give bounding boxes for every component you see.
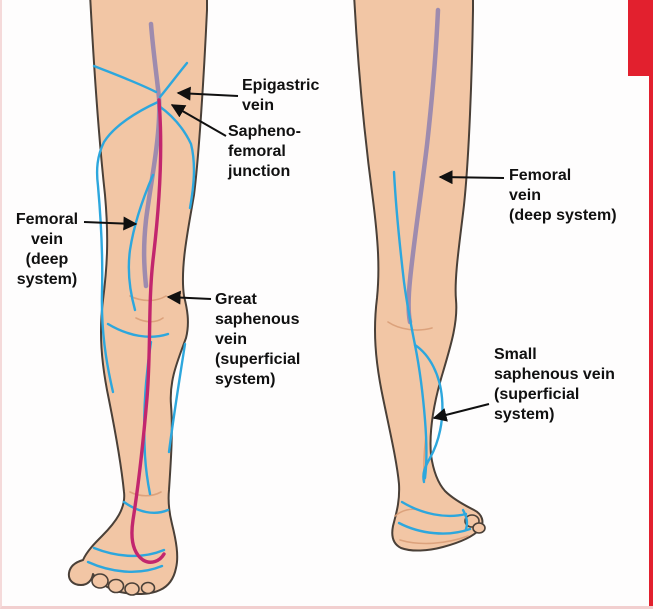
- superficial-vein-path: [106, 322, 170, 338]
- sapheno-femoral-junction-label: Sapheno- femoral junction: [228, 123, 301, 180]
- toe: [140, 581, 156, 595]
- superficial-vein-path: [122, 500, 170, 514]
- great-saphenous-arrow: [166, 290, 212, 305]
- femoral-vein-path-right: [406, 7, 441, 325]
- great-saphenous-vein-path: [130, 98, 166, 564]
- foot-vein-arch-path: [397, 521, 472, 535]
- femoral-vein-path-left: [141, 21, 162, 289]
- small-saphenous-vein-label: Small saphenous vein (superficial system…: [494, 346, 615, 423]
- superficial-vein-path: [127, 173, 155, 312]
- femoral-vein-left-label: Femoral vein (deep system): [15, 211, 79, 288]
- superficial-vein-path: [95, 100, 160, 394]
- small-saphenous-loop-path: [413, 343, 444, 484]
- ankle-shading: [129, 491, 162, 497]
- toe: [472, 522, 486, 534]
- femoral-right-arrow: [438, 170, 505, 185]
- epigastric-vein-label: Epigastric vein: [242, 77, 320, 114]
- great-saphenous-vein-label: Great saphenous vein (superficial system…: [215, 291, 301, 388]
- femoral-left-arrow: [83, 216, 138, 231]
- superficial-vein-path: [92, 64, 158, 94]
- toe: [107, 578, 125, 594]
- label-arrows: [83, 86, 505, 422]
- foot-vein-connector-path: [461, 508, 469, 531]
- foot-vein-arch-path: [86, 560, 164, 573]
- superficial-vein-path: [167, 342, 187, 454]
- sapheno-junction-arrow: [170, 104, 227, 137]
- toe: [91, 573, 109, 589]
- femoral-vein-right-label: Femoral vein (deep system): [509, 167, 617, 224]
- left-leg-illustration: [67, 0, 208, 596]
- right-leg-illustration: [353, 0, 486, 552]
- red-accent-bar: [628, 0, 649, 76]
- calf-shading: [387, 321, 433, 331]
- sole-shading: [399, 535, 469, 545]
- small-saphenous-arrow: [432, 403, 490, 422]
- epigastric-vein-path: [158, 61, 189, 99]
- foot-vein-arch-path: [92, 546, 166, 558]
- toe: [124, 582, 140, 596]
- epigastric-arrow: [176, 86, 239, 101]
- right-leg-outline: [353, 0, 484, 552]
- red-edge-line: [649, 0, 653, 606]
- foot-vein-arch-path: [400, 500, 468, 518]
